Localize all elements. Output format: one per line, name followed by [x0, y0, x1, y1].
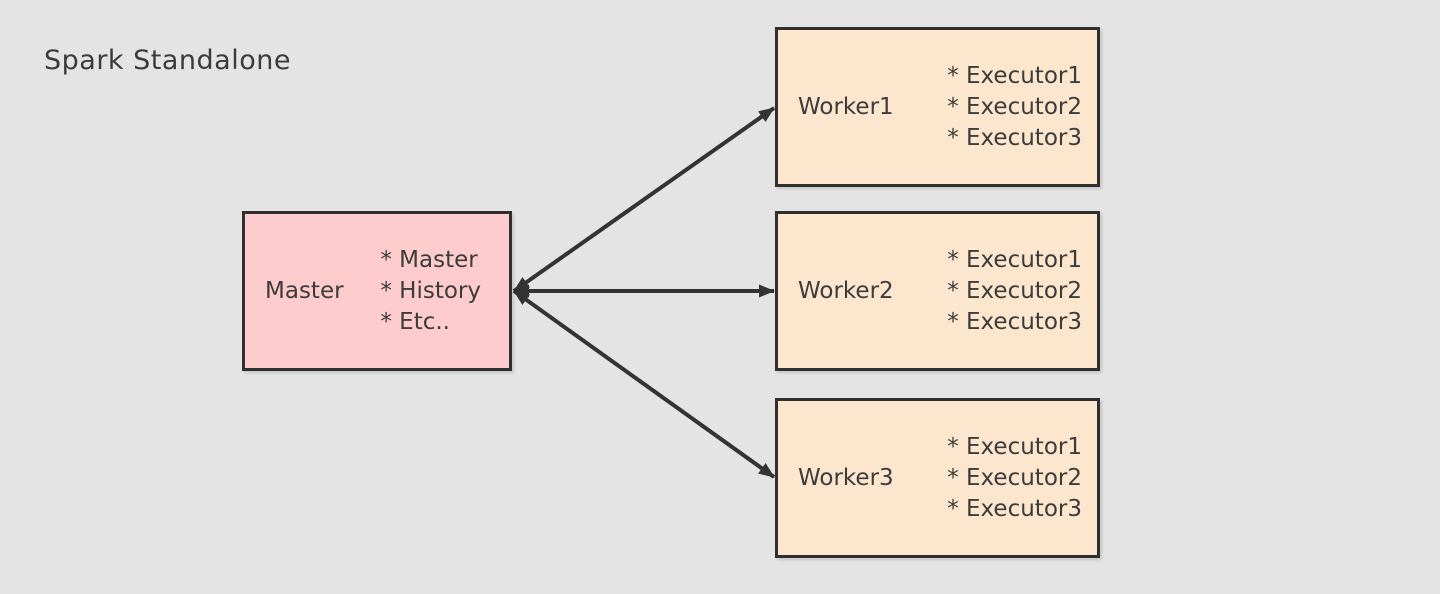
- worker3-item-list: * Executor1 * Executor2 * Executor3: [947, 432, 1082, 525]
- worker2-item-list: * Executor1 * Executor2 * Executor3: [947, 245, 1082, 338]
- worker3-item: * Executor2: [947, 464, 1082, 491]
- worker2-item: * Executor2: [947, 277, 1082, 304]
- worker2-item: * Executor3: [947, 308, 1082, 335]
- worker1-node: Worker1 * Executor1 * Executor2 * Execut…: [775, 27, 1100, 187]
- diagram-title: Spark Standalone: [44, 45, 291, 76]
- master-item-list: * Master * History * Etc..: [380, 245, 481, 338]
- worker1-label: Worker1: [798, 94, 894, 120]
- worker3-node: Worker3 * Executor1 * Executor2 * Execut…: [775, 398, 1100, 558]
- worker1-item: * Executor3: [947, 124, 1082, 151]
- worker3-label: Worker3: [798, 465, 894, 491]
- worker2-label: Worker2: [798, 278, 894, 304]
- master-item: * History: [380, 277, 481, 304]
- worker1-item: * Executor2: [947, 93, 1082, 120]
- master-label: Master: [265, 278, 344, 304]
- worker1-item-list: * Executor1 * Executor2 * Executor3: [947, 61, 1082, 154]
- master-item: * Master: [380, 246, 478, 273]
- worker2-node: Worker2 * Executor1 * Executor2 * Execut…: [775, 211, 1100, 371]
- worker1-item: * Executor1: [947, 62, 1082, 89]
- master-node: Master * Master * History * Etc..: [242, 211, 512, 371]
- worker3-item: * Executor1: [947, 433, 1082, 460]
- arrow-master-worker3: [512, 289, 776, 479]
- worker3-item: * Executor3: [947, 495, 1082, 522]
- master-item: * Etc..: [380, 308, 450, 335]
- arrow-master-worker1: [512, 106, 776, 293]
- worker2-item: * Executor1: [947, 246, 1082, 273]
